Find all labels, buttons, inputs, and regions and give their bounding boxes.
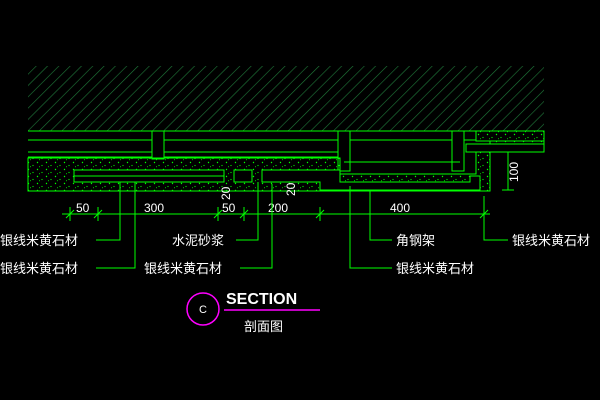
label-silver-marble-right: 银线米黄石材	[512, 234, 590, 249]
dim-50-mid: 50	[222, 201, 236, 215]
leader-lines	[96, 182, 508, 269]
dim-200: 200	[268, 201, 288, 215]
dim-20-right: 20	[284, 182, 298, 196]
section-title: SECTION	[226, 291, 297, 308]
dim-400: 400	[390, 201, 410, 215]
dim-300: 300	[144, 201, 164, 215]
section-title-block: C SECTION 剖面图	[186, 291, 320, 335]
label-angle-steel-frame: 角钢架	[396, 234, 435, 249]
label-silver-marble-lower-right: 银线米黄石材	[396, 262, 474, 277]
dim-20-left: 20	[219, 186, 233, 200]
section-tag-circle	[186, 292, 220, 326]
steel-frame-rails	[28, 130, 476, 172]
label-silver-marble-top-left: 银线米黄石材	[0, 234, 78, 249]
label-cement-mortar: 水泥砂浆	[172, 234, 224, 249]
concrete-slab	[28, 66, 544, 132]
dim-100: 100	[507, 162, 521, 182]
section-tag-letter: C	[199, 304, 207, 316]
label-silver-marble-center: 银线米黄石材	[144, 262, 222, 277]
stone-panels	[73, 143, 545, 191]
section-subtitle: 剖面图	[244, 320, 283, 335]
dimension-line	[62, 151, 514, 221]
label-silver-marble-bottom-left: 银线米黄石材	[0, 262, 78, 277]
dim-50-left: 50	[76, 201, 90, 215]
